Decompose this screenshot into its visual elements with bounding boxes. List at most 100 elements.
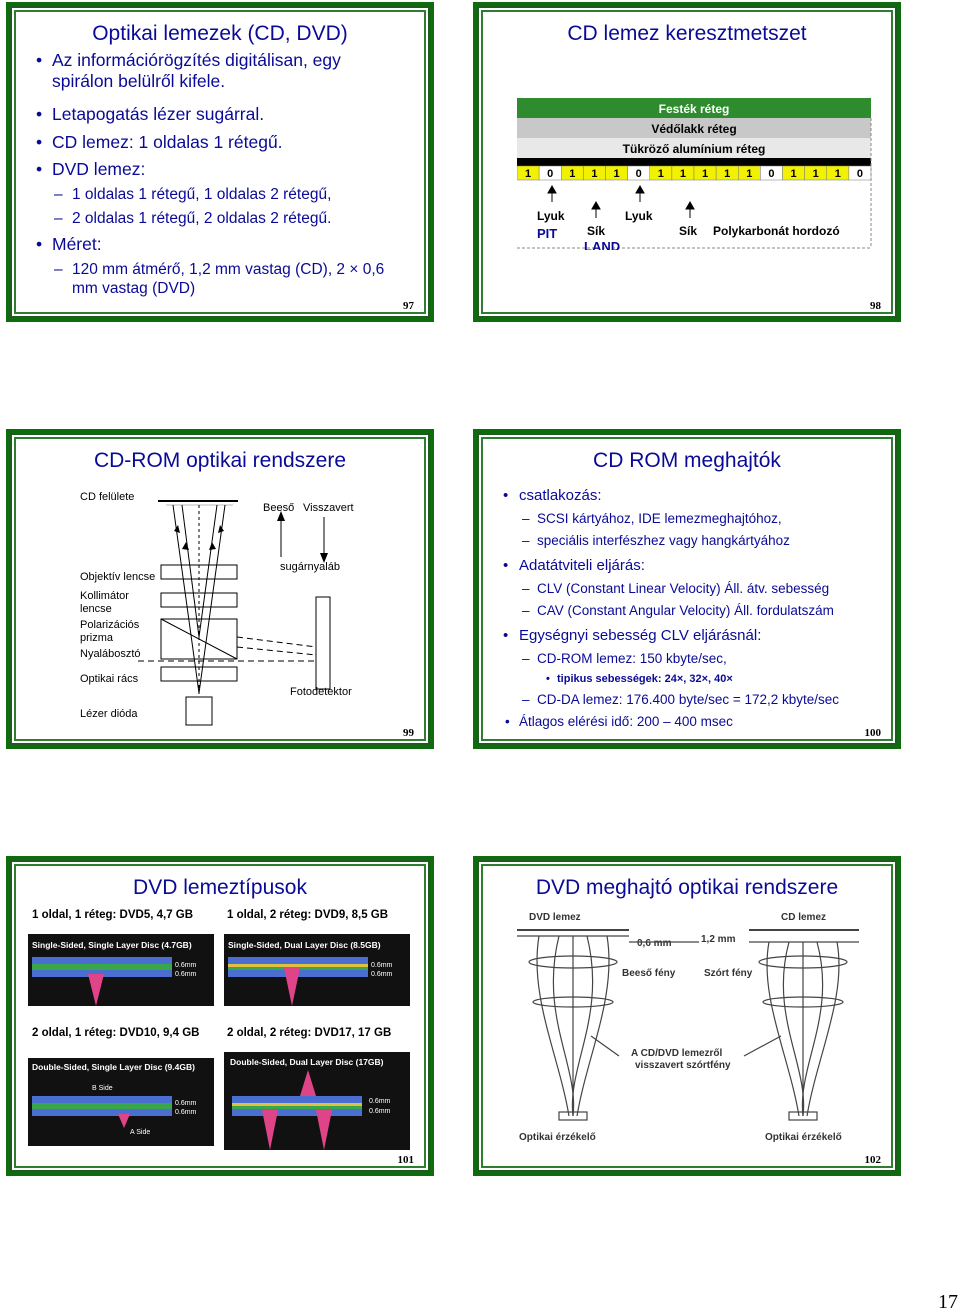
svg-text:Double-Sided, Dual Layer Disc: Double-Sided, Dual Layer Disc (17GB) (230, 1057, 384, 1067)
diagram-label: Nyalábosztó (80, 648, 141, 660)
sub-item: –CD-ROM lemez: 150 kbyte/sec, (522, 651, 727, 666)
slide-number: 100 (864, 727, 882, 739)
bit-label: 1 (569, 168, 575, 180)
slide-98: CD lemez keresztmetszet Festék réteg Véd… (473, 2, 901, 322)
svg-text:Single-Sided, Single Layer Dis: Single-Sided, Single Layer Disc (4.7GB) (32, 940, 192, 950)
bit-label: 1 (525, 168, 531, 180)
slide-title: CD lemez keresztmetszet (567, 22, 807, 45)
bit-label: 1 (724, 168, 730, 180)
bit-label: 0 (547, 168, 553, 180)
bullet: •Adatátviteli eljárás: (503, 557, 645, 574)
bullet: •DVD lemez: (36, 159, 146, 179)
bit-label: 1 (791, 168, 797, 180)
land-label: LAND (584, 239, 620, 250)
cdrom-optics-diagram: CD felülete Objektív lencse Kollimátor l… (80, 491, 354, 726)
diagram-label: prizma (80, 632, 114, 644)
arrow-icon (547, 184, 695, 218)
svg-text:0.6mm: 0.6mm (371, 962, 393, 969)
slide-101: DVD lemeztípusok 1 oldal, 1 réteg: DVD5,… (6, 856, 434, 1176)
svg-text:CD lemez: CD lemez (781, 912, 826, 923)
diagram-label: Optikai rács (80, 673, 139, 685)
svg-text:0.6mm: 0.6mm (369, 1098, 391, 1105)
svg-text:A Side: A Side (130, 1129, 150, 1136)
diagram-label: Beeső (263, 502, 294, 514)
dvd10-image: Double-Sided, Single Layer Disc (9.4GB) … (28, 1058, 214, 1146)
dvd9-image: Single-Sided, Dual Layer Disc (8.5GB) 0.… (224, 934, 410, 1006)
bit-label: 1 (680, 168, 686, 180)
substrate-label: Polykarbonát hordozó (713, 224, 840, 238)
dvd-optics-diagram: DVD lemez CD lemez 0,6 mm 1,2 mm Beeső f… (517, 912, 859, 1143)
sub-item: –CLV (Constant Linear Velocity) Áll. átv… (522, 581, 830, 596)
land-flat-label: Sík (587, 224, 605, 238)
diagram-label: Objektív lencse (80, 571, 155, 583)
land-flat-label: Sík (679, 224, 697, 238)
slide-102: DVD meghajtó optikai rendszere DVD lemez… (473, 856, 901, 1176)
svg-text:Szórt fény: Szórt fény (704, 968, 753, 979)
diagram-label: Kollimátor (80, 590, 129, 602)
bit-label: 1 (658, 168, 664, 180)
sub-item: –CD-DA lemez: 176.400 byte/sec = 172,2 k… (522, 692, 840, 707)
bullet: •Letapogatás lézer sugárral. (36, 104, 265, 124)
slide-title: CD ROM meghajtók (593, 449, 781, 472)
svg-text:0.6mm: 0.6mm (371, 971, 393, 978)
svg-text:0.6mm: 0.6mm (175, 971, 197, 978)
slide-title: DVD meghajtó optikai rendszere (535, 876, 839, 899)
svg-text:Single-Sided, Dual Layer Disc: Single-Sided, Dual Layer Disc (8.5GB) (228, 940, 381, 950)
bit-label: 0 (857, 168, 863, 180)
cd-cross-section-diagram: Festék réteg Védőlakk réteg Tükröző alum… (517, 98, 872, 250)
dvd-type-label: 1 oldal, 2 réteg: DVD9, 8,5 GB (227, 909, 389, 921)
slide-title: Optikai lemezek (CD, DVD) (92, 22, 348, 45)
sub-item: –speciális interfészhez vagy hangkártyáh… (522, 533, 790, 548)
diagram-label: lencse (80, 603, 112, 615)
slide-97: Optikai lemezek (CD, DVD) •Az információ… (6, 2, 434, 322)
sub-item: –CAV (Constant Angular Velocity) Áll. fo… (522, 603, 834, 618)
dvd5-image: Single-Sided, Single Layer Disc (4.7GB) … (28, 934, 214, 1006)
dvd17-image: Double-Sided, Dual Layer Disc (17GB) 0.6… (224, 1052, 410, 1150)
dvd-type-label: 1 oldal, 1 réteg: DVD5, 4,7 GB (32, 909, 194, 921)
svg-text:Double-Sided, Single Layer Dis: Double-Sided, Single Layer Disc (9.4GB) (32, 1062, 195, 1072)
bit-label: 1 (614, 168, 620, 180)
bit-label: 0 (636, 168, 642, 180)
bullet: •Méret: (36, 234, 102, 254)
slide-99: CD-ROM optikai rendszere CD felülete Obj… (6, 429, 434, 749)
diagram-label: Polarizációs (80, 619, 140, 631)
bullet: •CD lemez: 1 oldalas 1 rétegű. (36, 132, 283, 152)
arrow-icon (174, 511, 328, 563)
diagram-label: sugárnyaláb (280, 561, 340, 573)
pit-label: PIT (537, 226, 557, 241)
bit-label: 1 (702, 168, 708, 180)
slide-number: 98 (870, 300, 881, 312)
pit-hole-label: Lyuk (537, 209, 565, 223)
diagram-label: Visszavert (303, 502, 354, 514)
slide-100: CD ROM meghajtók •csatlakozás: –SCSI kár… (473, 429, 901, 749)
bullet: •Átlagos elérési idő: 200 – 400 msec (505, 714, 733, 729)
aluminium-layer-label: Tükröző alumínium réteg (623, 142, 766, 156)
svg-text:0.6mm: 0.6mm (175, 962, 197, 969)
bit-label: 1 (746, 168, 752, 180)
svg-text:0,6 mm: 0,6 mm (637, 938, 672, 949)
bullet: •csatlakozás: (503, 487, 602, 504)
bit-label: 1 (835, 168, 841, 180)
dvd-type-label: 2 oldal, 2 réteg: DVD17, 17 GB (227, 1027, 392, 1039)
diagram-label: CD felülete (80, 491, 134, 503)
slide-number: 101 (397, 1154, 415, 1166)
diagram-label: Lézer dióda (80, 708, 138, 720)
sub-item: –120 mm átmérő, 1,2 mm vastag (CD), 2 × … (54, 261, 385, 297)
svg-text:Optikai érzékelő: Optikai érzékelő (765, 1132, 842, 1143)
svg-text:Optikai érzékelő: Optikai érzékelő (519, 1132, 596, 1143)
slide-number: 97 (403, 300, 414, 312)
paint-layer-label: Festék réteg (659, 102, 730, 116)
slide-title: DVD lemeztípusok (133, 876, 307, 899)
svg-text:0.6mm: 0.6mm (175, 1109, 197, 1116)
svg-text:DVD lemez: DVD lemez (529, 912, 581, 923)
bullet: •Egységnyi sebesség CLV eljárásnál: (503, 627, 762, 644)
slide-title: CD-ROM optikai rendszere (93, 449, 347, 472)
svg-text:B Side: B Side (92, 1085, 113, 1092)
svg-text:1,2 mm: 1,2 mm (701, 934, 736, 945)
lacquer-layer-label: Védőlakk réteg (651, 122, 736, 136)
bit-label: 1 (813, 168, 819, 180)
bit-label: 1 (591, 168, 597, 180)
diagram-label: Fotodetektor (290, 686, 352, 698)
bit-label: 0 (768, 168, 774, 180)
